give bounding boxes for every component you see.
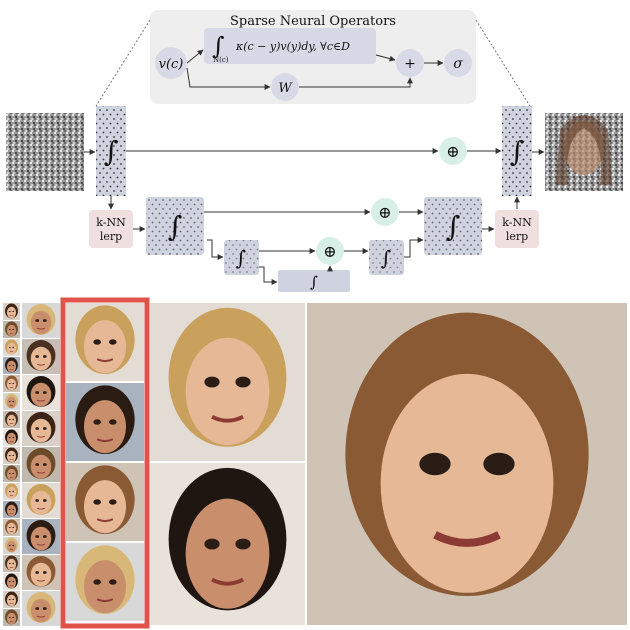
bottleneck-symbol: ∫ <box>310 273 318 291</box>
small-face-tile <box>3 555 20 572</box>
small-face-tile <box>3 321 20 338</box>
grid-up-1-symbol: ∫ <box>446 210 461 243</box>
small-face-tile <box>3 483 20 500</box>
weight-node <box>271 73 299 101</box>
small-face-tile <box>3 519 20 536</box>
small-face-tile <box>3 465 20 482</box>
medium-face-tile <box>66 543 144 621</box>
arrow-up2-to-up1 <box>404 237 424 258</box>
knn-lerp-left-block <box>89 210 133 248</box>
skip-sum-node-2 <box>316 237 344 265</box>
weight-symbol: W <box>278 81 293 96</box>
grid-up-1-points <box>424 197 482 255</box>
knn-left-line2: lerp <box>100 230 122 243</box>
small-pair-face-tile <box>22 375 60 410</box>
medium-face-tile <box>66 303 144 381</box>
operator-title: Sparse Neural Operators <box>230 14 396 29</box>
encoder-sample-points <box>96 106 126 196</box>
small-face-tile <box>3 339 20 356</box>
knn-left-line1: k-NN <box>96 216 126 229</box>
grid-up-2-symbol: ∫ <box>381 246 391 270</box>
small-pair-face-tile <box>22 519 60 554</box>
small-pair-face-tile <box>22 555 60 590</box>
small-face-tile <box>3 501 20 518</box>
encoder-integral-sign: ∫ <box>104 135 119 168</box>
arrow-weight-to-plus <box>299 77 413 88</box>
skip-sum-node-top <box>439 137 467 165</box>
face-gallery <box>3 303 627 626</box>
knn-lerp-right-block <box>495 210 539 248</box>
knn-right-line2: lerp <box>506 230 528 243</box>
knn-right-line1: k-NN <box>502 216 532 229</box>
input-symbol: v(c) <box>159 57 184 72</box>
arrow-down2-to-bottleneck <box>259 266 278 285</box>
grid-up-2-points <box>369 240 404 275</box>
medium-face-tile <box>66 383 144 461</box>
small-face-tile <box>3 375 20 392</box>
small-pair-face-tile <box>22 591 60 626</box>
output-image <box>545 113 623 191</box>
highlighted-sample-column <box>60 297 150 629</box>
small-face-tile <box>3 447 20 464</box>
skip-sum-symbol-top: ⊕ <box>446 142 459 161</box>
input-node <box>155 47 187 79</box>
zoom-line-left <box>95 19 151 107</box>
small-face-tile <box>3 303 20 320</box>
grid-down-1-symbol: ∫ <box>168 210 183 243</box>
hero-face-tile <box>307 303 627 625</box>
kernel-integral-block <box>204 28 376 64</box>
small-pair-face-tile <box>22 411 60 446</box>
noisy-input-image <box>6 113 84 191</box>
activation-symbol: σ <box>453 56 463 72</box>
activation-node <box>444 49 472 77</box>
kernel-integral-expression: κ(c − y)v(y)dy, ∀c∈D <box>235 40 350 53</box>
skip-sum-symbol-1: ⊕ <box>378 203 391 222</box>
small-pair-face-tile <box>22 447 60 482</box>
skip-sum-node-1 <box>371 198 399 226</box>
grid-down-2-symbol: ∫ <box>236 246 246 270</box>
small-face-tile <box>3 393 20 410</box>
grid-down-1-points <box>146 197 204 255</box>
arrow-input-to-kernel <box>186 49 204 64</box>
small-face-tile <box>3 591 20 608</box>
zoom-line-right <box>475 19 531 107</box>
arrow-kernel-to-plus <box>375 54 396 62</box>
plus-symbol: + <box>404 56 416 72</box>
decoder-sample-points <box>502 106 532 196</box>
small-face-tile <box>3 537 20 554</box>
skip-sum-symbol-2: ⊕ <box>323 242 336 261</box>
grid-integral-bottleneck <box>278 270 350 292</box>
small-pair-face-tile <box>22 339 60 374</box>
decoder-integral-sign: ∫ <box>510 135 525 168</box>
plus-node <box>396 49 424 77</box>
kernel-integral-domain: N(c) <box>213 56 229 64</box>
small-pair-face-tile <box>22 303 60 338</box>
large-face-tile <box>150 463 305 625</box>
small-pair-face-tile <box>22 483 60 518</box>
arrow-down1-to-down2 <box>207 239 224 260</box>
small-face-tile <box>3 357 20 374</box>
medium-face-tile <box>66 463 144 541</box>
small-face-tile <box>3 573 20 590</box>
grid-down-2-points <box>224 240 259 275</box>
kernel-integral-sign: ∫ <box>212 32 225 60</box>
small-face-tile <box>3 609 20 626</box>
small-face-tile <box>3 429 20 446</box>
arrow-input-to-weight <box>186 67 271 90</box>
small-face-tile <box>3 411 20 428</box>
large-face-tile <box>150 303 305 461</box>
